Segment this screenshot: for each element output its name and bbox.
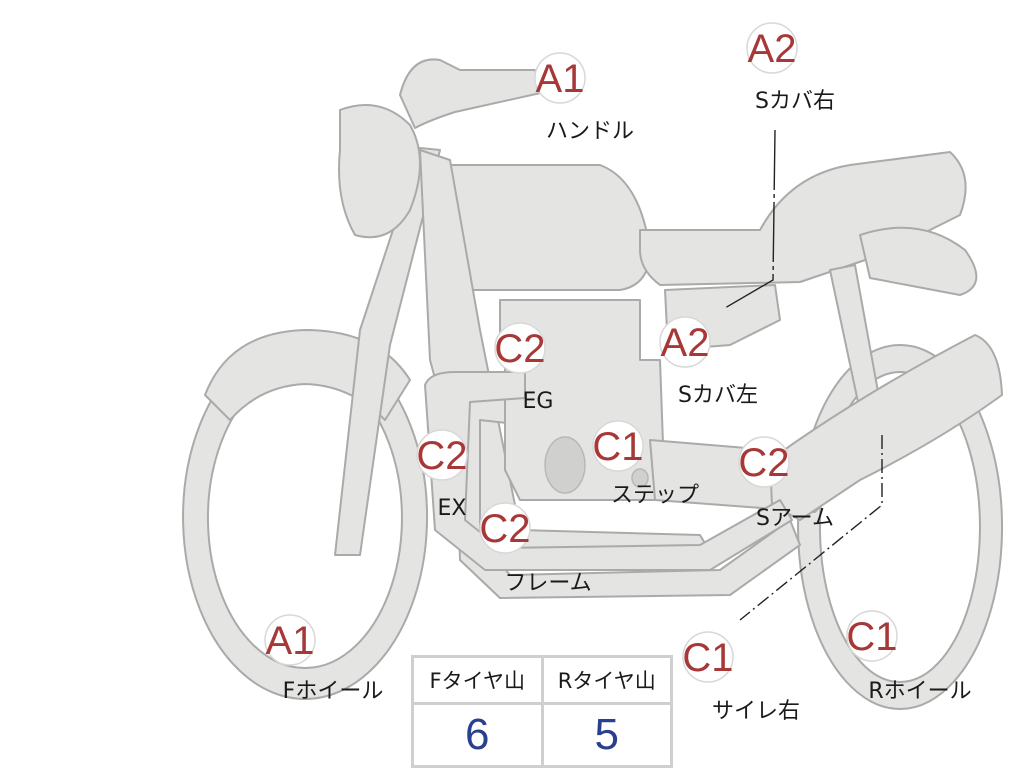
grade-text-swing-arm: C2: [738, 441, 789, 485]
grade-text-handle: A1: [536, 57, 585, 101]
front-fork: [334, 147, 441, 556]
grade-text-s-cover-left: A2: [661, 321, 710, 365]
grade-text-exhaust: C2: [416, 434, 467, 478]
grade-text-frame: C2: [479, 507, 530, 551]
step-peg-1: [631, 468, 649, 488]
grade-badge-s-cover-right: [746, 22, 798, 74]
rear-tire-value: 5: [540, 702, 673, 768]
part-label-step: ステップ: [611, 483, 699, 508]
muffler: [769, 334, 1003, 521]
leader-lines: [724, 129, 883, 621]
rear-tire-header: Rタイヤ山: [540, 655, 673, 705]
grade-badge-step: [592, 420, 644, 472]
tire-table-value-row: 6 5: [411, 702, 673, 768]
grade-badge-handle: [534, 52, 586, 104]
part-marker-step: C1 ステップ: [592, 420, 699, 508]
grade-text-engine: C2: [494, 327, 545, 371]
part-markers: A1ハンドルA2Sカバ右C2EGA2Sカバ左C2EXC1ステップC2SアームC2…: [264, 22, 972, 724]
part-marker-frame: C2 フレーム: [479, 502, 592, 596]
headlight: [338, 104, 421, 239]
part-label-s-cover-right: Sカバ右: [755, 89, 835, 114]
part-label-handle: ハンドル: [546, 119, 634, 144]
part-label-exhaust: EX: [438, 496, 467, 521]
grade-badge-frame: [479, 502, 531, 554]
grade-text-front-wheel: A1: [266, 619, 315, 663]
grade-text-s-cover-right: A2: [748, 27, 797, 71]
part-marker-handle: A1 ハンドル: [534, 52, 634, 144]
grade-badge-silencer-right: [682, 631, 734, 683]
grade-badge-swing-arm: [738, 436, 790, 488]
front-tire-header: Fタイヤ山: [411, 655, 544, 705]
part-label-silencer-right: サイレ右: [712, 699, 800, 724]
tail-cowl: [859, 226, 978, 296]
grade-text-step: C1: [592, 425, 643, 469]
part-label-rear-wheel: Rホイール: [868, 679, 971, 704]
part-marker-silencer-right: C1 サイレ右: [682, 631, 800, 724]
part-label-s-cover-left: Sカバ左: [678, 383, 758, 408]
part-label-swing-arm: Sアーム: [756, 506, 834, 531]
grade-badge-exhaust: [416, 429, 468, 481]
front-wheel-shape: [182, 334, 428, 700]
part-label-frame: フレーム: [504, 571, 591, 596]
tire-tread-table: Fタイヤ山 Rタイヤ山 6 5: [411, 655, 673, 768]
grade-text-rear-wheel: C1: [846, 615, 897, 659]
grade-badge-s-cover-left: [659, 316, 711, 368]
front-tire-value: 6: [411, 702, 544, 768]
part-label-front-wheel: Fホイール: [283, 679, 384, 704]
grade-badge-rear-wheel: [846, 610, 898, 662]
tire-table-header-row: Fタイヤ山 Rタイヤ山: [411, 655, 673, 705]
handlebar: [399, 58, 546, 129]
grade-badge-front-wheel: [264, 614, 316, 666]
engine-cover: [544, 436, 586, 494]
grade-text-silencer-right: C1: [682, 636, 733, 680]
leader-line-s-cover-right: [724, 129, 776, 309]
part-label-engine: EG: [523, 389, 554, 414]
grade-badge-engine: [494, 322, 546, 374]
